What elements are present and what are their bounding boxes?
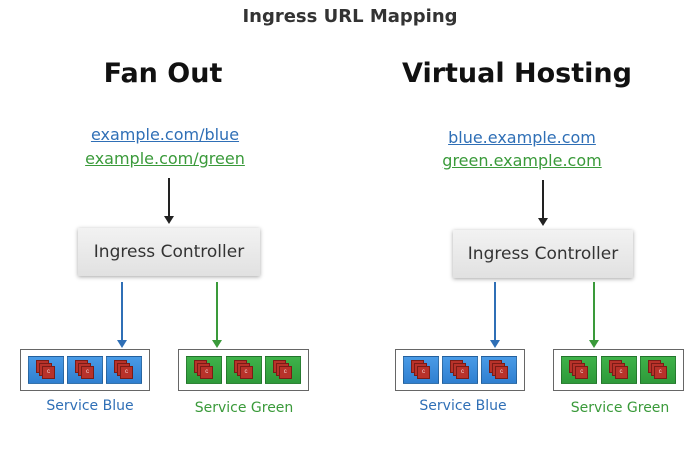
fan-out-panel: Fan Out example.com/blue example.com/gre… xyxy=(20,58,309,416)
url-green-host[interactable]: green.example.com xyxy=(442,151,602,170)
service-green-label: Service Green xyxy=(570,400,670,416)
service-blue-label: Service Blue xyxy=(46,398,134,414)
ingress-controller-box: Ingress Controller xyxy=(78,228,260,276)
service-green-pods: c c c xyxy=(178,349,309,391)
service-blue-pods: c c c xyxy=(20,349,150,391)
pod-icon: c xyxy=(403,356,439,384)
fan-out-title: Fan Out xyxy=(103,58,223,89)
pod-icon: c xyxy=(264,356,301,384)
service-green-label: Service Green xyxy=(194,400,294,416)
route-arrow-blue xyxy=(116,282,128,348)
virtual-hosting-title: Virtual Hosting xyxy=(402,58,632,89)
pod-icon: c xyxy=(639,356,676,384)
route-arrow-green xyxy=(588,282,600,348)
pod-icon: c xyxy=(67,356,103,384)
route-arrow-green xyxy=(211,282,223,348)
request-arrow xyxy=(537,180,549,226)
url-example-green[interactable]: example.com/green xyxy=(85,149,245,168)
pod-icon: c xyxy=(442,356,478,384)
ingress-controller-box: Ingress Controller xyxy=(453,230,633,278)
service-blue-pods: c c c xyxy=(395,349,525,391)
route-arrow-blue xyxy=(489,282,501,348)
pod-icon: c xyxy=(225,356,262,384)
pod-icon: c xyxy=(186,356,223,384)
virtual-hosting-panel: Virtual Hosting blue.example.com green.e… xyxy=(350,0,700,450)
url-blue-host[interactable]: blue.example.com xyxy=(448,128,596,147)
page-title: Ingress URL Mapping xyxy=(242,6,458,27)
service-blue-label: Service Blue xyxy=(419,398,507,414)
request-arrow xyxy=(163,178,175,224)
url-example-blue[interactable]: example.com/blue xyxy=(90,125,240,144)
pod-icon: c xyxy=(28,356,64,384)
pod-icon: c xyxy=(561,356,598,384)
pod-icon: c xyxy=(600,356,637,384)
service-green-pods: c c c xyxy=(553,349,684,391)
pod-icon: c xyxy=(106,356,142,384)
pod-icon: c xyxy=(481,356,517,384)
